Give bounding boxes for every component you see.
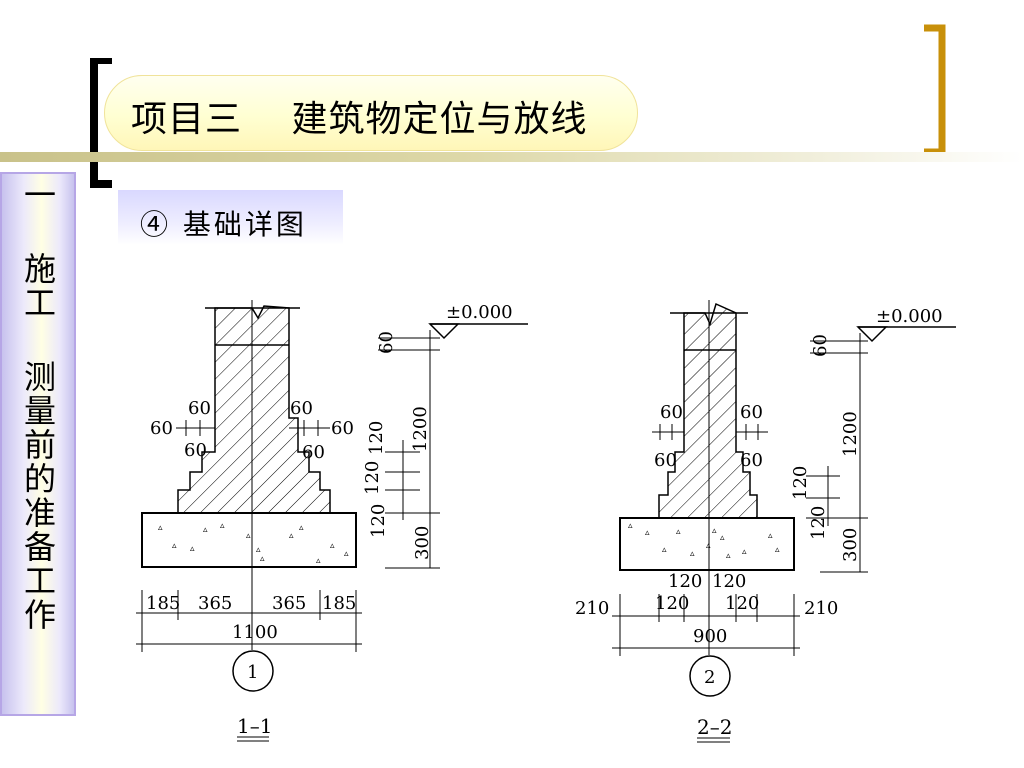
section-heading: ④ 基础详图 [140, 208, 307, 241]
sidebar-panel [0, 172, 76, 716]
section-2-2-aggregate: ▵▵▵ ▵▵▵ ▵▵▵ ▵▵▵ [628, 521, 780, 561]
section-2-2-dim-120-a: 120 [790, 466, 811, 500]
section-1-1-total-width: 1100 [232, 622, 278, 643]
svg-text:▵: ▵ [299, 523, 304, 533]
svg-text:▵: ▵ [256, 545, 261, 555]
svg-text:▵: ▵ [720, 533, 725, 543]
section-1-1-dim-300: 300 [412, 526, 433, 560]
svg-text:▵: ▵ [246, 531, 251, 541]
section-2-2-circle-label: 2 [704, 667, 715, 688]
section-2-2-dim-120-b: 120 [808, 506, 829, 540]
section-1-1-concrete-base [141, 512, 357, 568]
section-1-1-aggregate: ▵▵▵ ▵▵▵ ▵▵▵ ▵▵▵ ▵ [158, 521, 349, 566]
section-1-1-offset-left-top: 60 [188, 398, 211, 419]
section-1-1-dim-120-c: 120 [368, 504, 389, 538]
section-1-1-masonry [177, 305, 331, 514]
svg-text:▵: ▵ [190, 544, 195, 554]
section-2-2-offset-right-top: 60 [740, 402, 763, 423]
svg-text:▵: ▵ [742, 547, 747, 557]
svg-text:▵: ▵ [775, 545, 780, 555]
section-1-1-offset-right-bot: 60 [302, 442, 325, 463]
section-2-2: ▵▵▵ ▵▵▵ ▵▵▵ ▵▵▵ 60 60 60 60 ±0.000 60 12… [575, 300, 956, 743]
section-2-2-caption: 2–2 [697, 715, 732, 739]
section-1-1: ▵▵▵ ▵▵▵ ▵▵▵ ▵▵▵ ▵ 60 60 60 60 60 60 ±0.0… [136, 300, 528, 742]
svg-text:▵: ▵ [645, 528, 650, 538]
section-2-2-ground-level: ±0.000 [876, 306, 943, 327]
page-title: 项目三 建筑物定位与放线 [131, 99, 588, 140]
left-bracket [90, 58, 112, 188]
svg-text:▵: ▵ [676, 527, 681, 537]
section-2-2-upper-width-left: 120 [668, 571, 702, 592]
section-2-2-offset-right-bot: 60 [740, 450, 763, 471]
section-2-2-width-120-left: 120 [655, 593, 689, 614]
svg-text:▵: ▵ [330, 541, 335, 551]
svg-text:▵: ▵ [726, 551, 731, 561]
section-1-1-offset-right-mid: 60 [331, 418, 354, 439]
section-1-1-dim-120-a: 120 [366, 421, 387, 455]
section-2-2-offset-left-bot: 60 [654, 450, 677, 471]
section-2-2-width-210-left: 210 [575, 598, 609, 619]
svg-text:▵: ▵ [158, 523, 163, 533]
svg-text:▵: ▵ [768, 531, 773, 541]
section-2-2-upper-width-right: 120 [712, 571, 746, 592]
section-1-1-dim-1200: 1200 [410, 406, 431, 452]
section-1-1-offset-right-top: 60 [290, 398, 313, 419]
svg-text:▵: ▵ [344, 549, 349, 559]
title-banner [104, 75, 638, 151]
section-1-1-offset-left-bot: 60 [184, 440, 207, 461]
header-rule [0, 152, 1024, 162]
section-1-1-dim-60: 60 [376, 331, 397, 354]
section-1-1-dim-120-b: 120 [362, 461, 383, 495]
section-1-1-circle-label: 1 [247, 662, 258, 683]
section-1-1-ground-level: ±0.000 [446, 302, 513, 323]
svg-text:▵: ▵ [712, 526, 717, 536]
sidebar-caption: 一 施工 测量前的准备工作 [19, 178, 57, 632]
svg-text:▵: ▵ [220, 521, 225, 531]
section-2-2-masonry [658, 302, 758, 519]
svg-text:▵: ▵ [172, 541, 177, 551]
section-1-1-caption: 1–1 [237, 714, 272, 738]
section-2-2-concrete-base [619, 517, 795, 571]
svg-text:▵: ▵ [690, 549, 695, 559]
svg-text:▵: ▵ [628, 521, 633, 531]
section-2-2-dim-1200: 1200 [840, 411, 861, 457]
section-1-1-width-365-right: 365 [272, 593, 306, 614]
svg-text:▵: ▵ [203, 525, 208, 535]
svg-text:▵: ▵ [316, 556, 321, 566]
section-2-2-dim-300: 300 [840, 528, 861, 562]
section-1-1-width-365-left: 365 [198, 593, 232, 614]
svg-text:▵: ▵ [260, 554, 265, 564]
section-heading-box [118, 190, 343, 245]
svg-text:▵: ▵ [662, 545, 667, 555]
section-1-1-width-185-right: 185 [322, 593, 356, 614]
section-2-2-width-210-right: 210 [804, 598, 838, 619]
section-2-2-offset-left-top: 60 [660, 402, 683, 423]
svg-text:▵: ▵ [289, 531, 294, 541]
section-2-2-total-width: 900 [693, 626, 727, 647]
section-2-2-width-120-right: 120 [725, 593, 759, 614]
section-1-1-offset-left-mid: 60 [150, 418, 173, 439]
section-2-2-dim-60: 60 [810, 334, 831, 357]
section-1-1-width-185-left: 185 [146, 593, 180, 614]
